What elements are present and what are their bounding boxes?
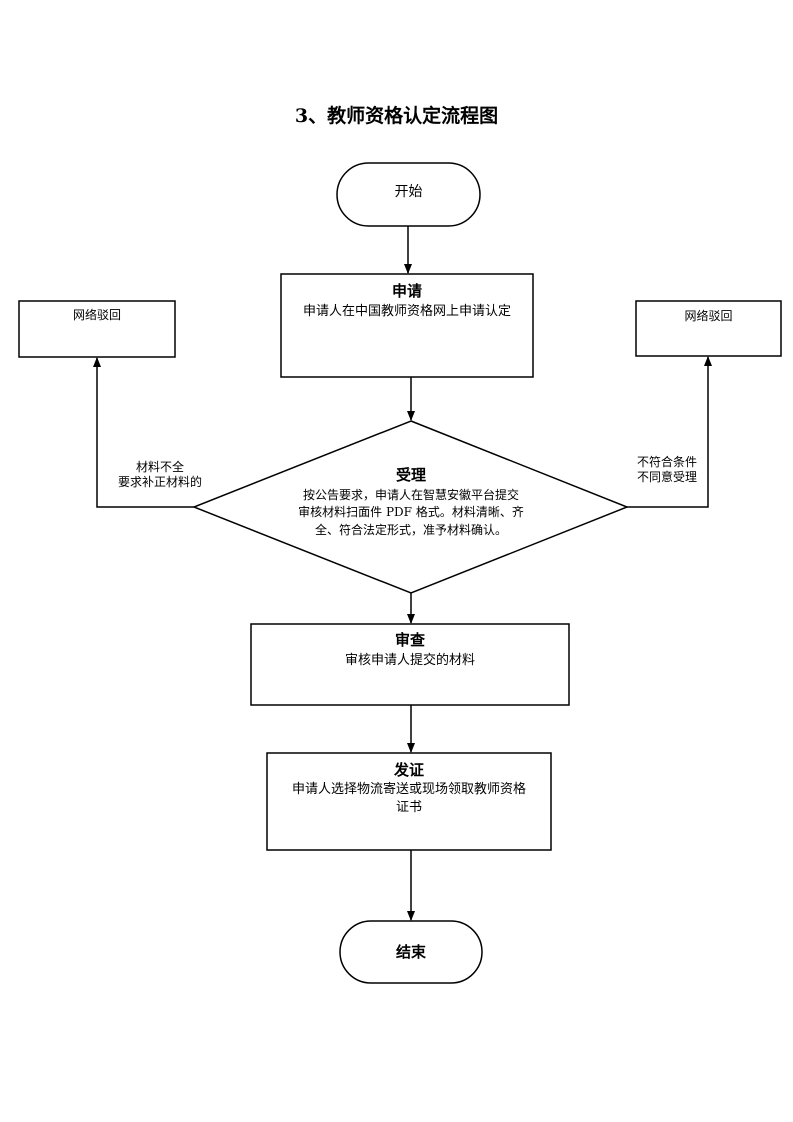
reject-right-box <box>635 300 782 357</box>
arrow-accept-to-reject-left <box>93 357 194 508</box>
apply-desc: 申请人在中国教师资格网上申请认定 <box>302 304 511 319</box>
end-label: 结束 <box>395 943 426 961</box>
accept-desc-line: 全、符合法定形式，准予材料确认。 <box>314 522 507 537</box>
issue-desc: 申请人选择物流寄送或现场领取教师资格 证书 <box>267 781 551 816</box>
edge-label-right: 不符合条件 不同意受理 <box>622 455 712 485</box>
start-label: 开始 <box>394 184 423 200</box>
accept-desc: 按公告要求，申请人在智慧安徽平台提交 审核材料扫面件 PDF 格式。材料清晰、齐… <box>280 487 542 539</box>
edge-label-right-line: 不符合条件 <box>636 455 697 469</box>
reject-right-label: 网络驳回 <box>684 309 733 323</box>
edge-label-left-line: 材料不全 <box>135 460 184 474</box>
issue-label: 发证 <box>393 761 424 779</box>
reject-left-box <box>18 300 176 358</box>
apply-box <box>280 273 534 378</box>
apply-label: 申请 <box>391 282 422 300</box>
review-label: 审查 <box>394 631 425 649</box>
accept-label: 受理 <box>395 466 426 484</box>
review-desc: 审核申请人提交的材料 <box>344 653 475 668</box>
issue-desc-line: 申请人选择物流寄送或现场领取教师资格 <box>291 782 526 797</box>
edge-label-right-line: 不同意受理 <box>636 470 697 484</box>
arrow-accept-to-reject-right <box>627 356 712 508</box>
edge-label-left: 材料不全 要求补正材料的 <box>105 460 215 490</box>
issue-desc-line: 证书 <box>395 799 422 815</box>
accept-desc-line: 审核材料扫面件 PDF 格式。材料清晰、齐 <box>298 505 524 520</box>
page-title: 3、教师资格认定流程图 <box>294 105 499 127</box>
issue-box <box>266 752 552 851</box>
reject-left-label: 网络驳回 <box>72 308 121 322</box>
end-terminator <box>339 920 483 984</box>
edge-label-left-line: 要求补正材料的 <box>117 475 202 489</box>
review-box <box>250 623 570 706</box>
accept-desc-line: 按公告要求，申请人在智慧安徽平台提交 <box>302 488 519 502</box>
